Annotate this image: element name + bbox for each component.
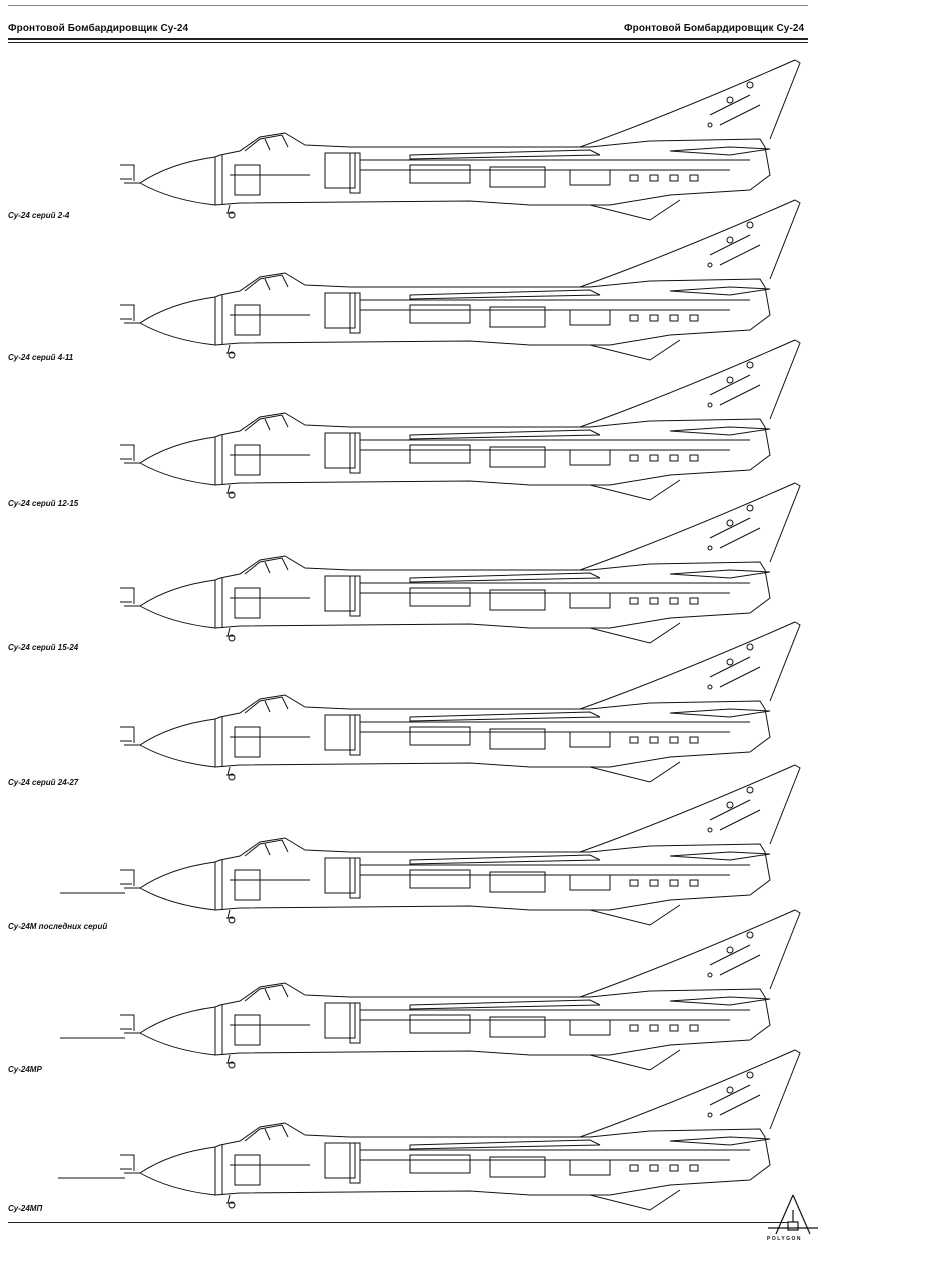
aircraft-drawing-8 <box>119 1049 801 1211</box>
aircraft-drawing-1 <box>119 59 801 221</box>
variant-label-3: Су-24 серий 12-15 <box>8 499 79 508</box>
aircraft-drawing-7 <box>119 909 801 1071</box>
variant-label-8: Су-24МП <box>8 1204 43 1213</box>
polygon-logo-text: POLYGON <box>767 1236 803 1242</box>
aircraft-drawing-5 <box>119 621 801 783</box>
aircraft-drawing-6 <box>119 764 801 926</box>
variant-label-6: Су-24М последних серий <box>8 922 108 931</box>
polygon-logo-icon <box>768 1194 818 1235</box>
variant-label-5: Су-24 серий 24-27 <box>8 778 79 787</box>
variant-label-7: Су-24МР <box>8 1065 42 1074</box>
aircraft-drawing-4 <box>119 482 801 644</box>
header-rule <box>8 38 808 40</box>
top-rule <box>8 5 808 6</box>
variant-label-2: Су-24 серий 4-11 <box>8 353 74 362</box>
header-right-title: Фронтовой Бомбардировщик Су-24 <box>624 23 805 34</box>
header-rule-thin <box>8 42 808 43</box>
aircraft-drawing-3 <box>119 339 801 501</box>
variant-label-4: Су-24 серий 15-24 <box>8 643 79 652</box>
variant-label-1: Су-24 серий 2-4 <box>8 211 70 220</box>
aircraft-drawing-2 <box>119 199 801 361</box>
footer-rule <box>8 1222 788 1223</box>
long-probes <box>58 892 125 1179</box>
header-left-title: Фронтовой Бомбардировщик Су-24 <box>8 23 189 34</box>
